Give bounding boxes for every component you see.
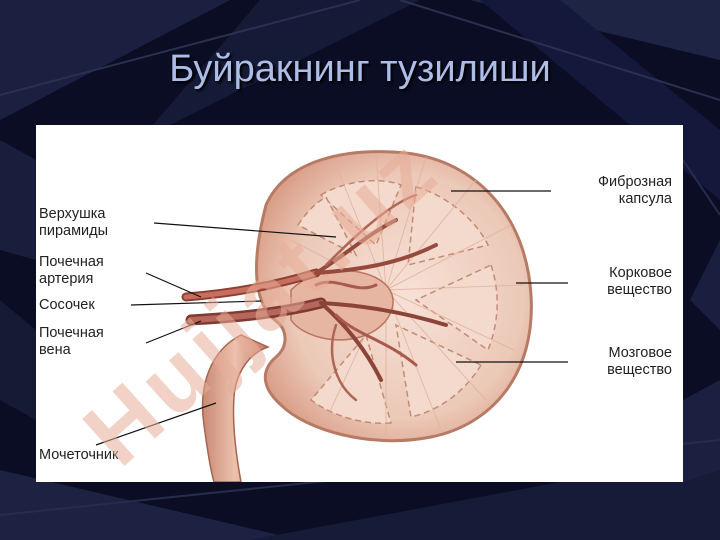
label-medulla-line1: Мозговое xyxy=(608,345,673,361)
label-renal-vein-line2: вена xyxy=(39,342,71,358)
label-renal-vein-line1: Почечная xyxy=(39,325,104,341)
renal-vessels xyxy=(181,193,448,402)
label-cortex-line2: вещество xyxy=(607,282,672,298)
kidney-illustration xyxy=(95,150,568,482)
label-fibrous-capsule: Фиброзная капсула xyxy=(554,174,672,208)
label-renal-artery: Почечная артерия xyxy=(39,254,104,288)
leader-lines xyxy=(95,190,568,446)
label-medulla-line2: вещество xyxy=(607,362,672,378)
label-renal-vein: Почечная вена xyxy=(39,325,104,359)
slide-title: Буйракнинг тузилиши xyxy=(169,48,551,90)
label-renal-artery-line2: артерия xyxy=(39,271,94,287)
label-renal-artery-line1: Почечная xyxy=(39,254,104,270)
label-papilla: Сосочек xyxy=(39,297,95,314)
label-pyramid-apex-line1: Верхушка xyxy=(39,206,106,222)
kidney-figure: Верхушка пирамиды Почечная артерия Сосоч… xyxy=(36,125,683,482)
label-papilla-line1: Сосочек xyxy=(39,297,95,313)
label-fibrous-capsule-line2: капсула xyxy=(618,191,672,207)
label-cortex-line1: Корковое xyxy=(609,265,672,281)
label-ureter: Мочеточник xyxy=(39,447,118,464)
label-ureter-line1: Мочеточник xyxy=(39,447,119,463)
label-pyramid-apex: Верхушка пирамиды xyxy=(39,206,108,240)
label-cortex: Корковое вещество xyxy=(554,265,672,299)
label-fibrous-capsule-line1: Фиброзная xyxy=(598,174,672,190)
ureter xyxy=(201,334,271,482)
label-medulla: Мозговое вещество xyxy=(554,345,672,379)
label-pyramid-apex-line2: пирамиды xyxy=(39,223,109,239)
